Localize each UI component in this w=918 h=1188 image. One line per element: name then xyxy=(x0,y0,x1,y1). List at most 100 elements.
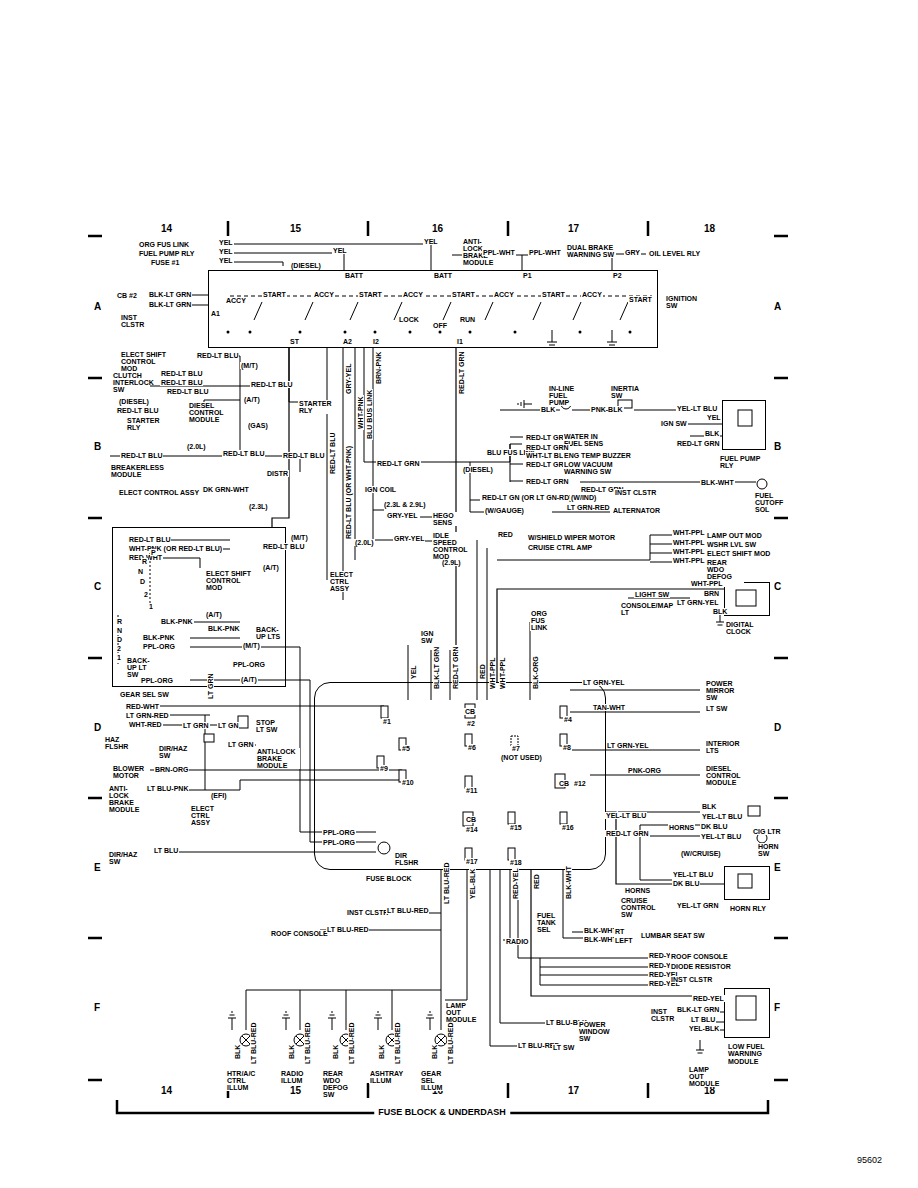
component-symbol xyxy=(757,479,767,489)
wire-label: (M/T) xyxy=(240,362,259,369)
wire-label: ACCY xyxy=(493,291,515,298)
wire-label: LT BLU xyxy=(690,1016,716,1023)
wire-label: WHT-PPL xyxy=(672,557,706,564)
wire-label: (A/T) xyxy=(205,611,223,618)
wire-label: BLK-LT GRN xyxy=(433,646,440,690)
wire-label: POWER WINDOW SW xyxy=(578,1021,616,1042)
wire-label: #17 xyxy=(465,858,479,865)
grid-reference: 14 xyxy=(160,224,173,234)
ground-symbol xyxy=(282,1012,290,1030)
grid-reference: F xyxy=(93,1003,101,1013)
wire-label: BLK xyxy=(378,1044,385,1060)
grid-reference: E xyxy=(93,863,102,873)
component-label: IGNITION SW xyxy=(665,295,711,310)
wire-label: RED-LT BLU xyxy=(128,536,171,543)
wire-label: DIODE RESISTOR xyxy=(670,963,732,970)
wire-label: BLK xyxy=(540,406,556,413)
bulb-filament xyxy=(242,1036,445,1044)
wire-label: P xyxy=(150,549,157,556)
wire-label: #7 xyxy=(511,745,521,752)
wire-label: RED-LT BLU xyxy=(222,450,265,457)
wire-label: RED-LT GN (OR LT GN-RD) xyxy=(481,494,573,501)
wire-label: BRN-PNK xyxy=(375,351,382,385)
wire-label: ENG TEMP BUZZER xyxy=(563,452,632,459)
wire-label: #8 xyxy=(562,744,572,751)
switch-detail xyxy=(547,330,617,345)
wire-label: LAMP OUT MOD xyxy=(706,532,763,539)
ground-symbol xyxy=(228,1012,236,1030)
wire-label: WHT-PPL xyxy=(499,657,506,691)
wire-label: RED-LT BLU (OR WHT-PNK) xyxy=(345,445,352,540)
wire-label: LIGHT SW xyxy=(634,591,670,598)
wire-label: START xyxy=(541,291,566,298)
grid-reference: 17 xyxy=(567,224,580,234)
wire-label: BLK-WHT xyxy=(583,927,618,934)
wire-label: GRY-YEL xyxy=(345,363,352,395)
contact-dot xyxy=(439,331,442,334)
wire-label: YEL xyxy=(332,247,348,254)
wire-label: (M/T) xyxy=(242,642,261,649)
wire-label: DUAL BRAKE WARNING SW xyxy=(566,244,616,258)
contact-dot xyxy=(374,331,377,334)
wire-label: (2.0L) xyxy=(354,539,375,546)
wire-label: LOW VACUUM WARNING SW xyxy=(563,461,621,475)
wire-label: YEL-BLK xyxy=(469,868,476,900)
wire-label: RED-LT GRN xyxy=(458,350,465,395)
wire xyxy=(320,870,583,938)
wire-label: 2 xyxy=(116,645,122,652)
wire-label: ELECT CTRL ASSY xyxy=(329,571,359,592)
wire-label: REAR WDO DEFOG SW xyxy=(322,1070,356,1098)
wire-label: LOCK xyxy=(398,316,420,323)
wire-label: YEL xyxy=(423,238,439,245)
wire-label: LT BLU-RED xyxy=(326,926,369,933)
wire-label: D xyxy=(116,636,123,643)
wire-label: LT BLU-RED xyxy=(304,1022,311,1065)
wire-label: LT BLU-RED xyxy=(447,1022,454,1065)
wire-label: LT BLU-PNK xyxy=(146,785,189,792)
wire xyxy=(510,437,523,482)
wire-label: BREAKERLESS MODULE xyxy=(110,464,162,478)
wire-label: BLK xyxy=(431,1044,438,1060)
wire-label: R xyxy=(141,558,148,565)
fuse-symbol xyxy=(508,812,515,824)
wire-label: PPL-ORG xyxy=(140,677,174,684)
wire-label: #5 xyxy=(401,745,411,752)
wire-label: BLK-WHT xyxy=(565,865,572,900)
wire-label: START xyxy=(358,291,383,298)
wire-label: RED-LT GRN xyxy=(605,830,650,837)
wire xyxy=(246,870,441,1030)
wire-label: IGN SW xyxy=(660,420,688,427)
wire-label: INST CLSTR xyxy=(650,1008,676,1022)
wire-label: RED-WHT xyxy=(125,703,160,710)
wire-label: RED-LT GRN xyxy=(676,440,721,447)
wire-label: FUEL PUMP RLY xyxy=(138,250,196,257)
wire-label: LT GRN-YEL xyxy=(606,742,649,749)
wire xyxy=(186,622,330,842)
wire-label: INTERIOR LTS xyxy=(705,740,737,754)
component-label: DIGITAL CLOCK xyxy=(725,621,777,636)
wire-label: HEGO SENS xyxy=(432,512,460,526)
wire-label: RED-LT BLU xyxy=(160,379,203,386)
wire-label: ST xyxy=(289,338,300,345)
component-label: HORN RLY xyxy=(729,905,779,912)
wire-label: BLK-WHT xyxy=(583,936,618,943)
wire-label: RED-LT BLU xyxy=(116,407,159,414)
grid-reference: 16 xyxy=(431,224,444,234)
wire-label: BLK-PNK xyxy=(142,634,176,641)
relay-box: FUEL PUMP RLY xyxy=(722,400,766,450)
wire-connector xyxy=(272,348,289,527)
wire-label: POWER MIRROR SW xyxy=(705,680,741,701)
wire-label: BLK-PNK xyxy=(207,625,241,632)
wire-label: YEL-BLK xyxy=(688,1025,720,1032)
wire-label: WHT-PPL xyxy=(672,548,706,555)
wire-label: PPL-ORG xyxy=(142,643,176,650)
wire-label: LT BLU xyxy=(153,847,179,854)
wire-label: CB xyxy=(465,816,477,823)
wire-label: RED xyxy=(479,663,486,680)
wire-label: 2 xyxy=(143,591,149,598)
component-label: FUEL PUMP RLY xyxy=(719,455,773,470)
grid-reference: 14 xyxy=(160,1086,173,1096)
wire-label: DIESEL CONTROL MODULE xyxy=(705,765,745,786)
wire-label: ROOF CONSOLE xyxy=(670,953,729,960)
contact-dot xyxy=(227,331,230,334)
